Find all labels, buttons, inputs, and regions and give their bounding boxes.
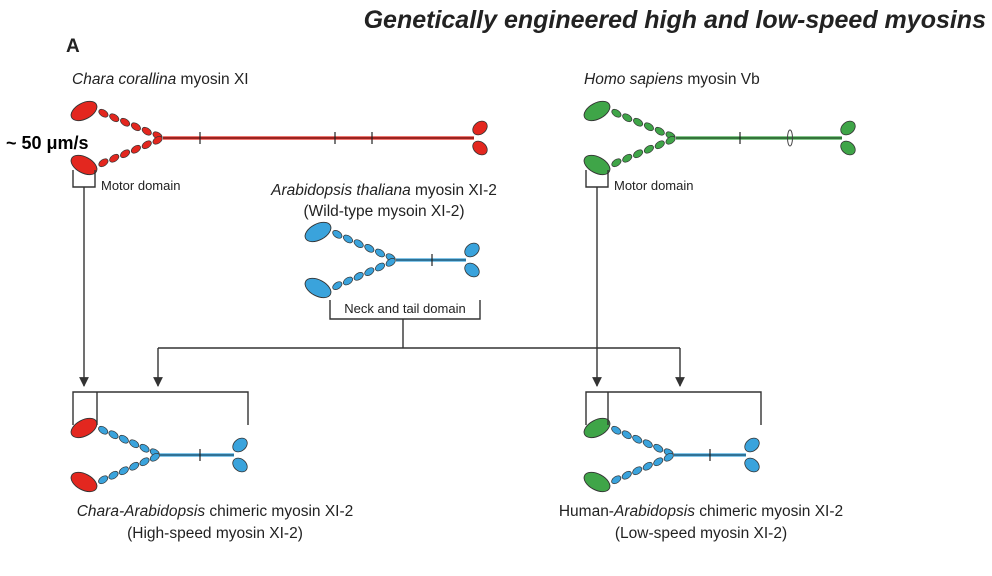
neck-bead <box>611 158 622 168</box>
low-speed-chimeric-molecule <box>583 417 760 493</box>
neck-bead <box>364 244 375 253</box>
human-motor-domain-label: Motor domain <box>614 178 693 193</box>
neck-bead <box>385 258 396 267</box>
globular-tail <box>840 140 856 156</box>
neck-bead <box>353 239 364 248</box>
neck-bead <box>149 452 160 462</box>
neck-bead <box>332 281 343 290</box>
globular-tail <box>232 457 248 473</box>
arabidopsis-myosin-xi2-molecule <box>304 221 480 299</box>
neck-bead <box>332 230 343 239</box>
neck-bead <box>643 122 654 132</box>
human-myosin-label: Homo sapiens myosin Vb <box>584 71 760 88</box>
neck-bead <box>653 443 664 453</box>
neck-bead <box>109 113 120 123</box>
speed-note: ~ 50 μm/s <box>6 133 89 153</box>
neck-bead <box>611 108 622 118</box>
motor-head <box>583 417 611 439</box>
neck-bead <box>622 153 633 163</box>
neck-bead <box>118 466 129 476</box>
neck-bead <box>120 149 131 159</box>
neck-bead <box>141 126 152 136</box>
arabidopsis-subtitle: (Wild-type mysoin XI-2) <box>303 203 464 220</box>
motor-head <box>583 100 611 122</box>
neck-bead <box>654 126 665 136</box>
neck-bead <box>98 158 109 168</box>
neck-bead <box>108 470 119 480</box>
neck-bead <box>663 452 674 462</box>
chara-myosin-xi-molecule <box>70 100 488 176</box>
neck-bead <box>632 434 643 444</box>
neck-bead <box>141 140 152 150</box>
neck-tail-label: Neck and tail domain <box>344 301 465 316</box>
globular-tail <box>744 457 760 473</box>
chara-myosin-label: Chara corallina myosin XI <box>72 71 249 88</box>
neck-bead <box>611 475 622 485</box>
globular-tail <box>472 140 488 156</box>
neck-bead <box>343 276 353 286</box>
low-speed-chimera-label: Human-Arabidopsis chimeric myosin XI-2 <box>559 503 843 520</box>
motor-head <box>583 154 611 176</box>
neck-bead <box>129 461 140 471</box>
globular-tail <box>840 120 856 136</box>
chara-motor-domain-label: Motor domain <box>101 178 180 193</box>
globular-tail <box>744 437 760 453</box>
neck-bead <box>152 135 163 145</box>
neck-bead <box>129 439 140 449</box>
neck-bead <box>653 457 664 467</box>
neck-bead <box>364 267 375 276</box>
neck-bead <box>343 234 353 244</box>
neck-bead <box>109 153 120 163</box>
neck-bead <box>375 262 385 272</box>
neck-bead <box>633 117 644 127</box>
neck-bead <box>139 443 150 453</box>
low-speed-bracket <box>585 391 762 425</box>
low-speed-chimera-subtitle: (Low-speed myosin XI-2) <box>615 525 787 542</box>
neck-bead <box>642 461 653 471</box>
motor-head <box>70 471 98 493</box>
high-speed-chimeric-molecule <box>70 417 248 493</box>
neck-bead <box>642 439 653 449</box>
neck-bead <box>108 430 119 440</box>
neck-bead <box>622 113 633 123</box>
neck-bead <box>633 149 644 159</box>
neck-bead <box>98 108 109 118</box>
human-myosin-vb-molecule <box>583 100 856 176</box>
neck-bead <box>665 135 676 145</box>
globular-tail <box>464 242 480 258</box>
neck-bead <box>130 144 141 154</box>
neck-bead <box>118 434 129 444</box>
motor-head <box>304 221 332 243</box>
neck-bead <box>621 430 632 440</box>
motor-head <box>583 471 611 493</box>
neck-bead <box>632 466 643 476</box>
tail-hinge <box>787 129 793 147</box>
panel-label: A <box>66 36 80 57</box>
neck-tail-bracket <box>329 300 481 320</box>
neck-bead <box>98 475 109 485</box>
globular-tail <box>232 437 248 453</box>
globular-tail <box>472 120 488 136</box>
neck-bead <box>98 425 109 435</box>
neck-bead <box>643 144 654 154</box>
high-speed-chimera-label: Chara-Arabidopsis chimeric myosin XI-2 <box>77 503 354 520</box>
neck-bead <box>621 470 632 480</box>
globular-tail <box>464 262 480 278</box>
neck-bead <box>353 272 364 281</box>
motor-head <box>70 100 98 122</box>
slide-title: Genetically engineered high and low-spee… <box>364 6 986 34</box>
neck-bead <box>375 248 385 258</box>
motor-head <box>304 277 332 299</box>
neck-bead <box>130 122 141 132</box>
arabidopsis-myosin-label: Arabidopsis thaliana myosin XI-2 <box>270 182 497 199</box>
high-speed-bracket <box>72 391 249 425</box>
high-speed-chimera-subtitle: (High-speed myosin XI-2) <box>127 525 303 542</box>
neck-bead <box>139 457 150 467</box>
motor-head <box>70 154 98 176</box>
neck-bead <box>654 140 665 150</box>
neck-bead <box>120 117 131 127</box>
neck-bead <box>611 425 622 435</box>
